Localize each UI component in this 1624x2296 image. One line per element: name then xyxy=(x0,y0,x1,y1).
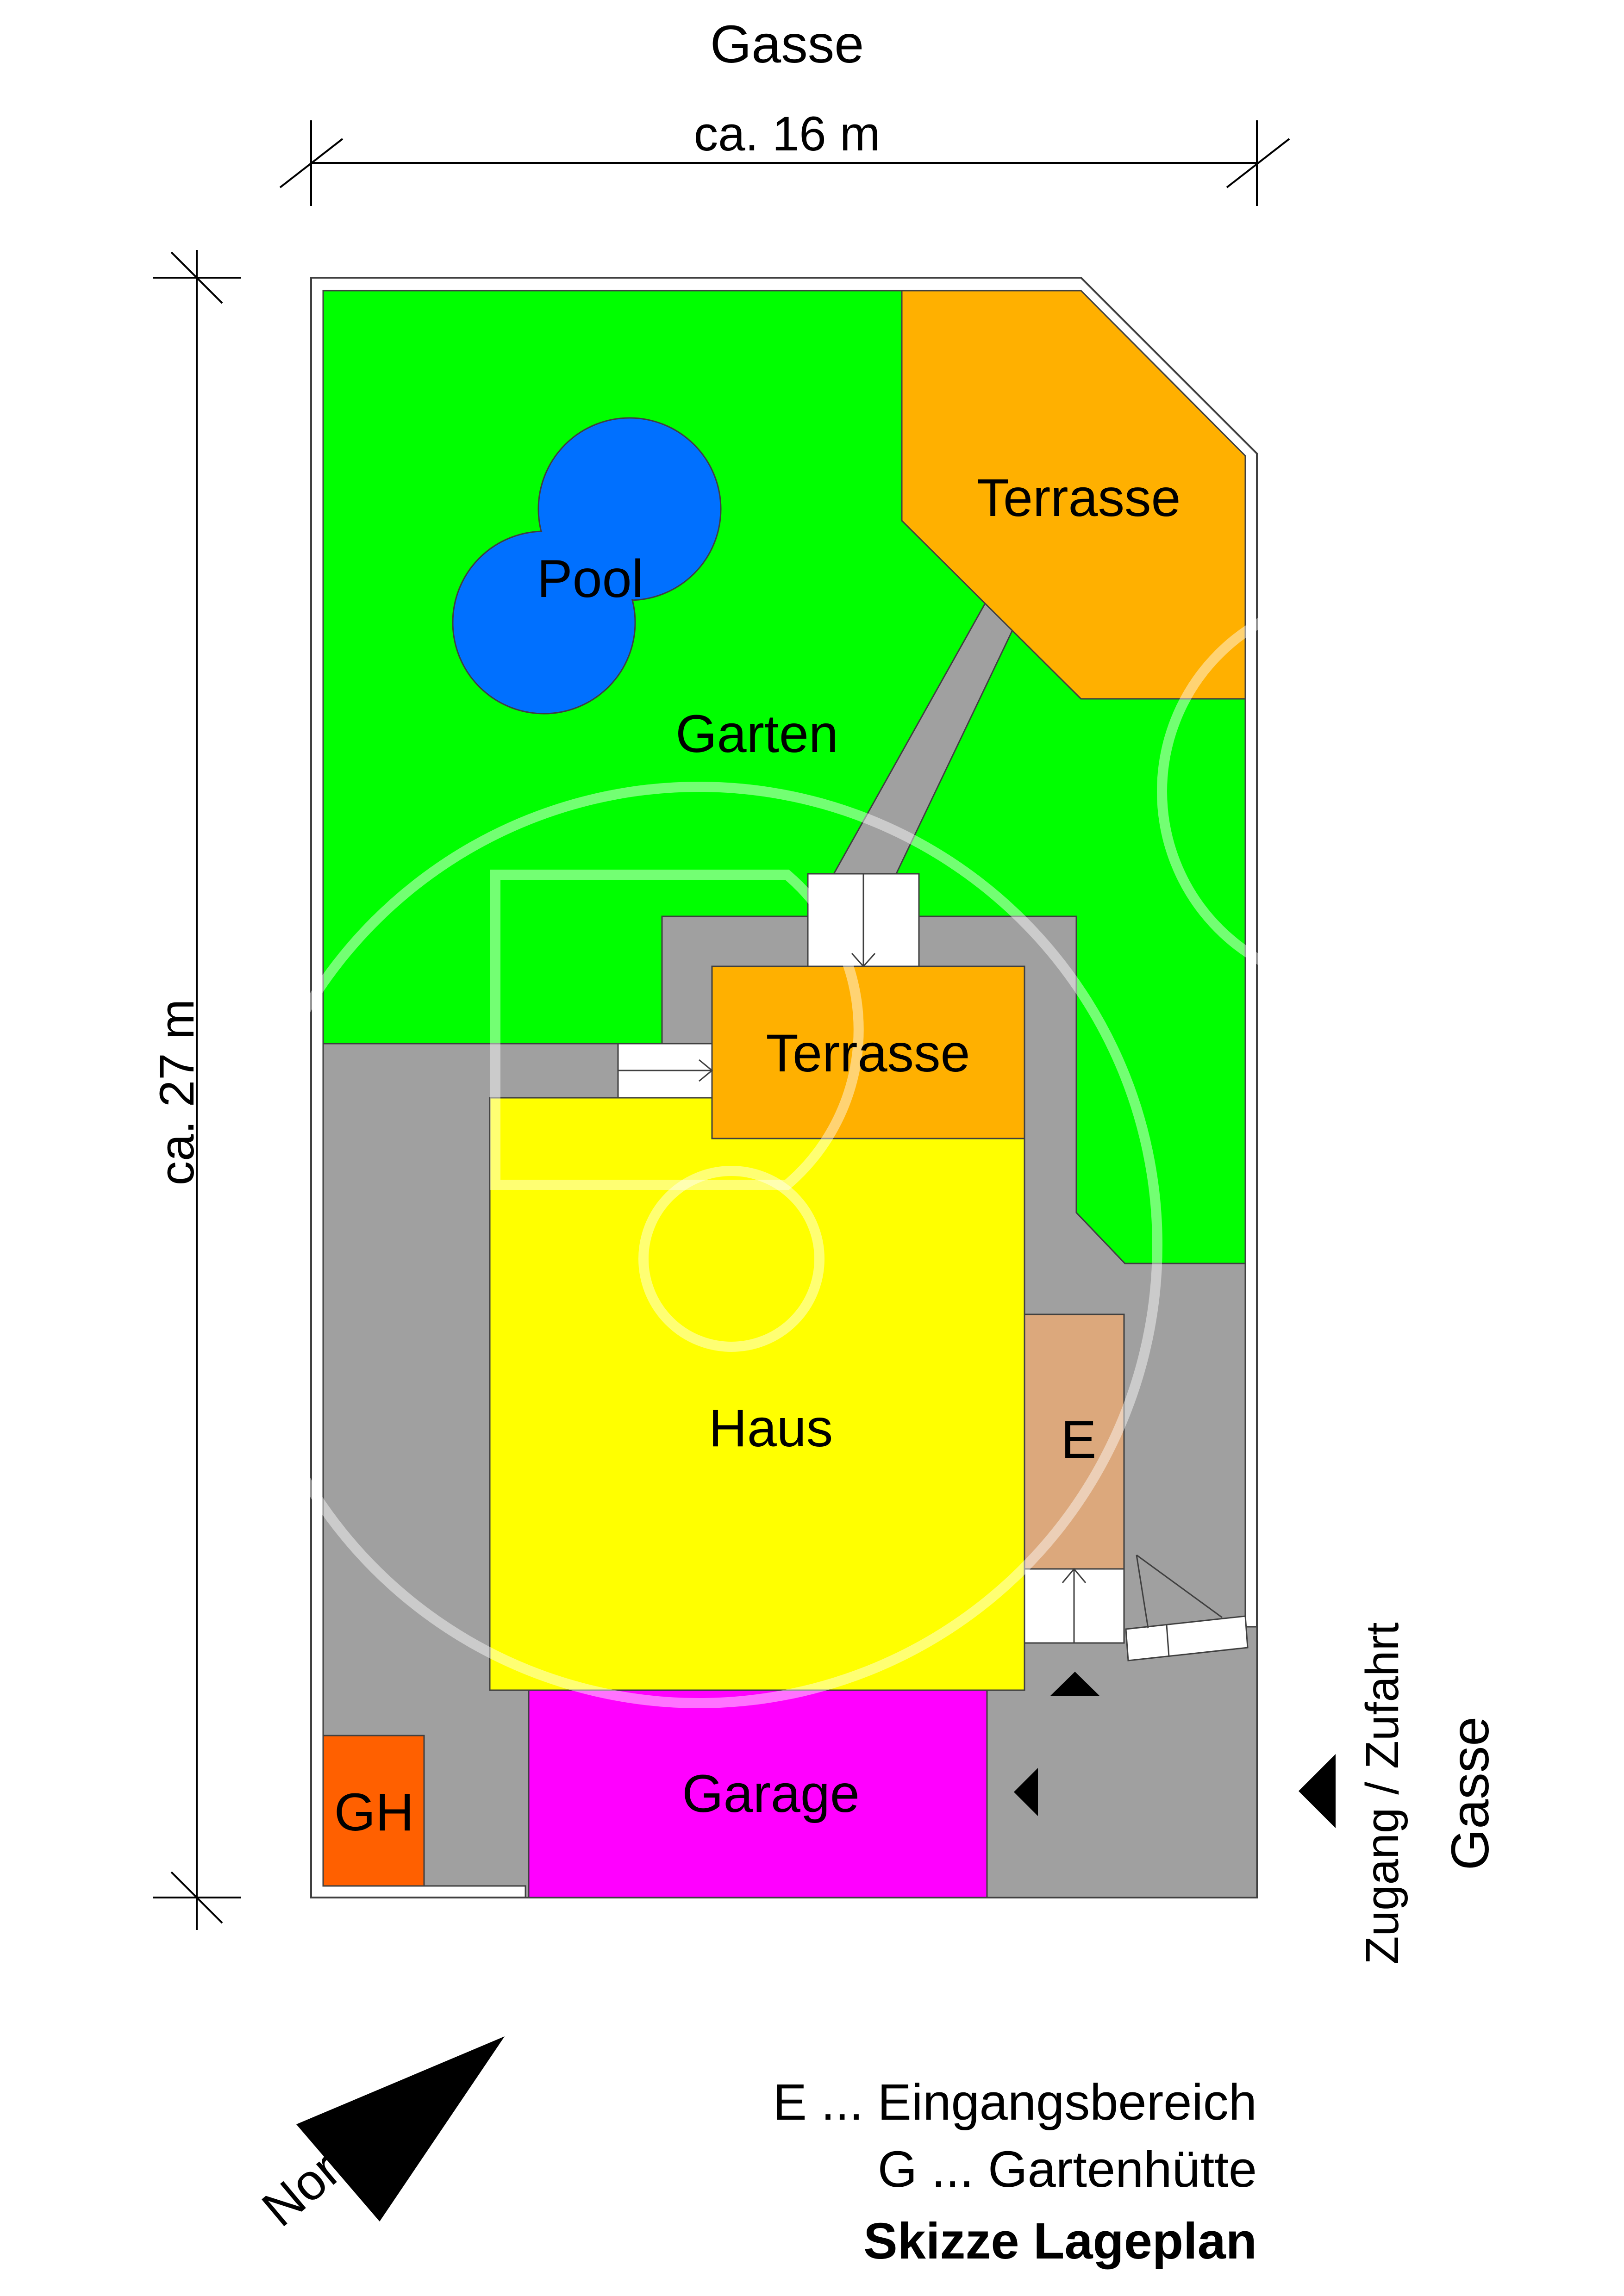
access-arrow-icon xyxy=(1299,1754,1336,1828)
steps-terrace xyxy=(617,1043,713,1099)
upper-terrace xyxy=(901,290,1246,700)
width-label: ca. 16 m xyxy=(694,107,881,161)
arrow-up-icon xyxy=(1050,1672,1100,1696)
pool xyxy=(452,417,722,715)
garden-label: Garten xyxy=(675,704,838,764)
steps-entrance xyxy=(1024,1568,1125,1644)
steps-garden xyxy=(807,873,920,968)
pool-label: Pool xyxy=(537,549,643,609)
garden-shed xyxy=(322,1735,425,1887)
house xyxy=(489,1097,1025,1691)
house-label: Haus xyxy=(709,1399,833,1458)
street-right-label: Gasse xyxy=(1441,1717,1500,1870)
garage xyxy=(528,1689,988,1898)
house-terrace-label: Terrasse xyxy=(766,1024,970,1083)
house-terrace xyxy=(711,965,1025,1139)
entrance-label: E xyxy=(1061,1410,1097,1469)
watermark-logo xyxy=(236,592,1556,1708)
legend-shed: G ... Gartenhütte xyxy=(878,2141,1257,2198)
legend-title: Skizze Lageplan xyxy=(863,2213,1257,2270)
north-arrow-icon xyxy=(296,2036,505,2221)
upper-terrace-label: Terrasse xyxy=(977,468,1181,528)
access-label: Zugang / Zufahrt xyxy=(1356,1622,1408,1965)
street-top-label: Gasse xyxy=(710,15,864,74)
arrow-left-icon xyxy=(1014,1768,1038,1816)
width-dimension xyxy=(279,120,1290,206)
gate xyxy=(1125,1554,1249,1661)
height-dimension xyxy=(153,250,241,1930)
height-label: ca. 27 m xyxy=(150,999,204,1186)
legend-entrance: E ... Eingangsbereich xyxy=(773,2074,1257,2131)
shed-label: GH xyxy=(334,1783,414,1842)
garage-label: Garage xyxy=(682,1764,860,1823)
entrance-area xyxy=(1024,1313,1125,1570)
